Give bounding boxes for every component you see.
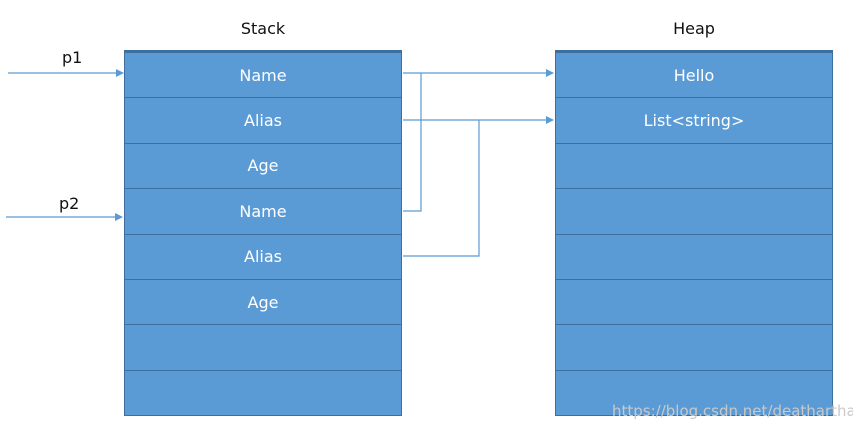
pointer-label-p2: p2 (59, 194, 80, 213)
stack-cell (125, 324, 401, 369)
heap-cell (556, 369, 832, 415)
name2-to-hello-connector (403, 73, 422, 212)
stack-cell: Age (125, 278, 401, 324)
heap-title: Heap (673, 19, 715, 38)
stack-cell: Alias (125, 233, 401, 279)
heap-cell (556, 233, 832, 279)
stack-cell (125, 369, 401, 415)
stack-cell: Name (125, 51, 401, 97)
heap-cell (556, 324, 832, 369)
heap-cell (556, 142, 832, 188)
stack-cell: Alias (125, 97, 401, 142)
alias2-to-list-connector (403, 120, 480, 257)
stack-cell: Age (125, 142, 401, 188)
stack-cell: Name (125, 188, 401, 233)
heap-cell (556, 188, 832, 233)
heap-cell: List<string> (556, 97, 832, 142)
stack-block: Name Alias Age Name Alias Age (124, 50, 402, 416)
stack-title: Stack (240, 19, 286, 38)
pointer-label-p1: p1 (62, 48, 83, 67)
heap-cell (556, 278, 832, 324)
heap-cell: Hello (556, 51, 832, 97)
heap-block: Hello List<string> (555, 50, 833, 416)
watermark-text: https://blog.csdn.net/deatharthas (612, 402, 853, 420)
